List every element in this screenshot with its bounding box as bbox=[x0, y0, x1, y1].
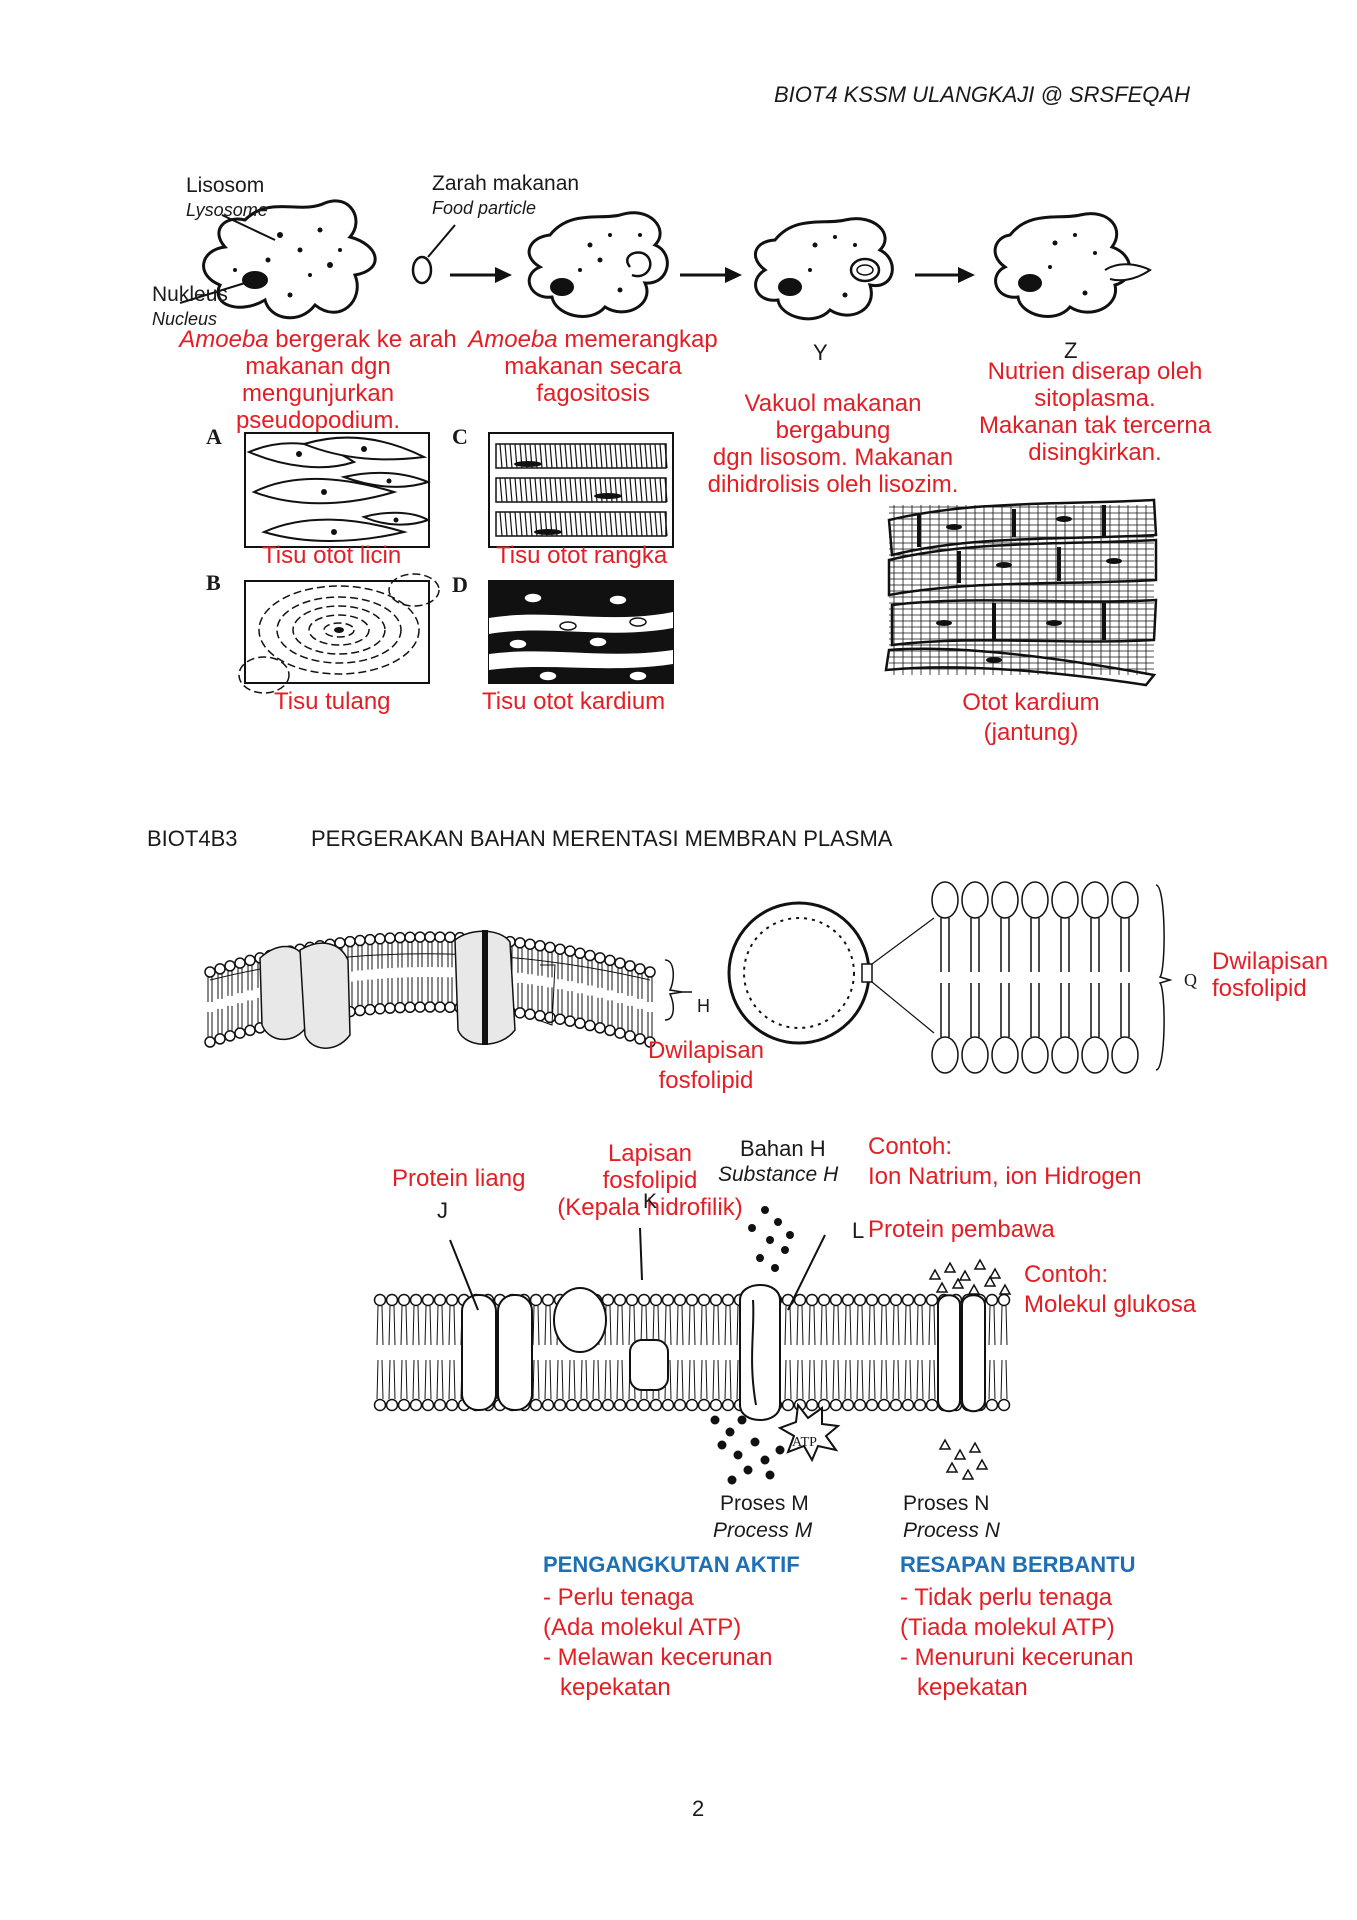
section-title: PERGERAKAN BAHAN MERENTASI MEMBRAN PLASM… bbox=[311, 826, 893, 851]
tissue-c-label: Tisu otot rangka bbox=[496, 542, 668, 569]
facilitated-diffusion-notes: - Tidak perlu tenaga (Tiada molekul ATP)… bbox=[900, 1584, 1134, 1701]
cardiac-caption: Otot kardium (jantung) bbox=[962, 689, 1100, 746]
membrane-protein-2 bbox=[299, 942, 351, 1049]
label-y: Y bbox=[813, 340, 828, 365]
tissue-b-label: Tisu tulang bbox=[274, 688, 391, 715]
channel-protein-j-left bbox=[461, 1294, 497, 1411]
cardiac-muscle-drawing bbox=[884, 498, 1158, 687]
page-header: BIOT4 KSSM ULANGKAJI @ SRSFEQAH bbox=[774, 82, 1190, 107]
label-h: H bbox=[697, 996, 710, 1016]
label-dwilapisan-1: Dwilapisan fosfolipid bbox=[647, 1037, 765, 1094]
bone-tissue-image bbox=[238, 573, 440, 694]
phospholipid-bilayer-drawing bbox=[931, 881, 1173, 1074]
channel-protein-j-right bbox=[497, 1294, 533, 1411]
active-transport-title: PENGANGKUTAN AKTIF bbox=[543, 1552, 800, 1577]
amoeba-step-2-text: Amoeba memerangkap makanan secara fagosi… bbox=[468, 326, 718, 407]
tissue-letter-d: D bbox=[452, 572, 468, 597]
label-proses-n: Proses N bbox=[903, 1492, 990, 1515]
facilitated-diffusion-title: RESAPAN BERBANTU bbox=[900, 1552, 1136, 1577]
amoeba-1 bbox=[202, 199, 377, 320]
protein-upper bbox=[553, 1287, 607, 1353]
transport-membrane-drawing bbox=[373, 1206, 1012, 1485]
label-l: L bbox=[852, 1218, 865, 1243]
label-nucleus: Nucleus bbox=[152, 309, 218, 329]
carrier-protein-l bbox=[739, 1284, 781, 1421]
atp-burst bbox=[777, 1402, 841, 1463]
tissue-a-label: Tisu otot licin bbox=[262, 542, 402, 569]
label-contoh-1: Contoh: Ion Natrium, ion Hidrogen bbox=[868, 1133, 1142, 1190]
cell-circle-drawing bbox=[727, 901, 935, 1045]
amoeba-4 bbox=[993, 212, 1132, 318]
carrier-protein-n-left bbox=[937, 1294, 961, 1413]
skeletal-muscle-image bbox=[488, 432, 674, 548]
tissue-letter-c: C bbox=[452, 424, 468, 449]
label-food-particle: Food particle bbox=[432, 198, 537, 218]
amoeba-step-4-text: Nutrien diserap oleh sitoplasma. Makanan… bbox=[978, 358, 1212, 466]
page-number: 2 bbox=[692, 1796, 705, 1821]
cardiac-tissue-image bbox=[488, 580, 674, 684]
amoeba-step-1-text: Amoeba bergerak ke arah makanan dgn meng… bbox=[179, 326, 457, 434]
label-bahan-h: Bahan H bbox=[740, 1136, 826, 1161]
amoeba-sequence-drawing bbox=[179, 199, 1152, 321]
curved-membrane-drawing bbox=[204, 930, 692, 1049]
label-dwilapisan-2: Dwilapisan fosfolipid bbox=[1212, 948, 1329, 1002]
label-lapisan: Lapisan fosfolipid (Kepala hidrofilik) bbox=[557, 1140, 743, 1221]
tissue-letter-b: B bbox=[206, 570, 221, 595]
label-process-m: Process M bbox=[713, 1519, 813, 1542]
atp-label: ATP bbox=[792, 1435, 817, 1450]
protein-lower bbox=[629, 1339, 669, 1391]
label-q: Q bbox=[1184, 970, 1197, 990]
label-zarah-makanan: Zarah makanan bbox=[432, 172, 580, 195]
label-lisosom: Lisosom bbox=[186, 174, 265, 197]
tissue-letter-a: A bbox=[206, 424, 222, 449]
active-transport-notes: - Perlu tenaga (Ada molekul ATP) - Melaw… bbox=[543, 1584, 773, 1701]
label-proses-m: Proses M bbox=[720, 1492, 809, 1515]
label-k: K bbox=[643, 1190, 658, 1213]
label-protein-pembawa: Protein pembawa bbox=[868, 1216, 1055, 1243]
carrier-protein-n-right bbox=[961, 1294, 986, 1413]
label-nukleus: Nukleus bbox=[152, 283, 228, 306]
smooth-muscle-image bbox=[244, 432, 431, 548]
label-contoh-2: Contoh: Molekul glukosa bbox=[1024, 1261, 1197, 1318]
section-code: BIOT4B3 bbox=[147, 826, 238, 851]
label-z: Z bbox=[1064, 338, 1078, 363]
label-process-n: Process N bbox=[903, 1519, 1000, 1542]
label-protein-liang: Protein liang bbox=[392, 1165, 526, 1192]
label-lysosome: Lysosome bbox=[186, 200, 268, 220]
label-substance-h: Substance H bbox=[718, 1163, 839, 1186]
food-particle bbox=[411, 255, 433, 285]
label-j: J bbox=[437, 1198, 448, 1223]
amoeba-step-3-text: Vakuol makanan bergabung dgn lisosom. Ma… bbox=[707, 390, 959, 498]
tissue-d-label: Tisu otot kardium bbox=[482, 688, 666, 715]
nucleus-1 bbox=[242, 271, 268, 289]
